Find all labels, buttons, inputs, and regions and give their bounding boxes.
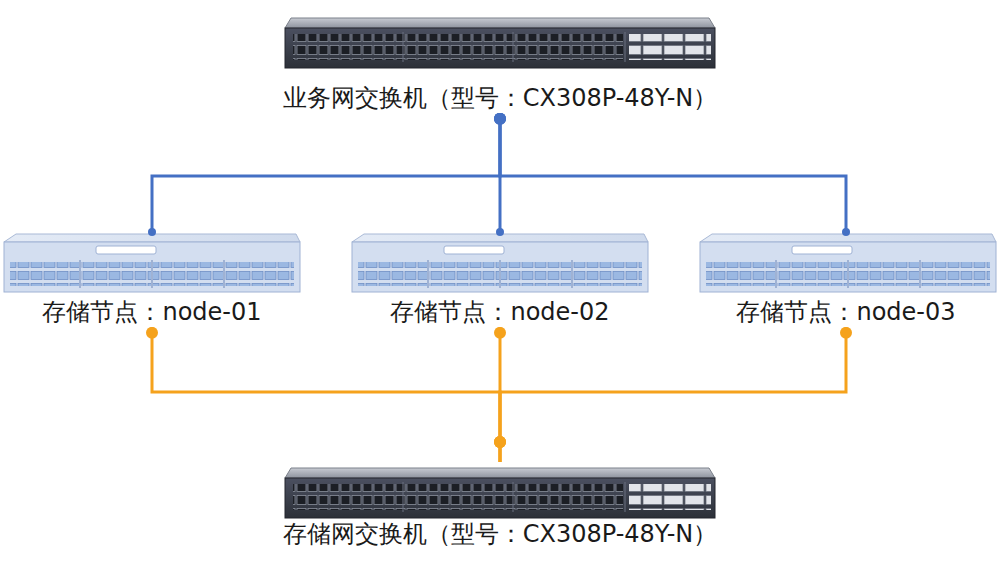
link-dot: [840, 327, 852, 339]
line-wrap: 存储节点：node-02: [350, 298, 650, 327]
link-dot: [494, 436, 506, 448]
switch-node: 业务网交换机（型号：CX308P-48Y-N）: [250, 12, 750, 113]
line-wrap: 存储节点：node-01: [2, 298, 302, 327]
network-link: [500, 115, 846, 232]
node-label: 存储节点：node-02: [388, 298, 611, 327]
storage-node: 存储节点：node-03: [698, 232, 994, 327]
link-dot: [496, 228, 504, 236]
switch-picture: [285, 18, 715, 68]
picture-space: [698, 232, 994, 298]
network-link: [152, 115, 500, 232]
node-label: 业务网交换机（型号：CX308P-48Y-N）: [281, 84, 720, 113]
link-dot: [494, 436, 506, 448]
server-picture: [352, 234, 648, 292]
link-dot: [494, 436, 506, 448]
switch-node: 存储网交换机（型号：CX308P-48Y-N）: [250, 462, 750, 549]
line-wrap: 业务网交换机（型号：CX308P-48Y-N）: [250, 84, 750, 113]
line-wrap: 存储节点：node-03: [698, 298, 994, 327]
node-label: 存储节点：node-01: [40, 298, 263, 327]
picture-space: [350, 232, 650, 298]
picture-space: [2, 232, 302, 298]
link-dot: [146, 327, 158, 339]
node-label: 存储节点：node-03: [734, 298, 957, 327]
link-dot: [494, 113, 506, 125]
network-link: [500, 329, 846, 462]
link-dot: [494, 113, 506, 125]
link-dot: [494, 327, 506, 339]
link-dot: [842, 228, 850, 236]
node-label: 存储网交换机（型号：CX308P-48Y-N）: [281, 520, 720, 549]
server-picture: [700, 234, 996, 292]
picture-space: [250, 462, 750, 520]
switch-picture: [285, 468, 715, 518]
link-dot: [494, 113, 506, 125]
server-picture: [4, 234, 300, 292]
network-link: [152, 329, 500, 462]
line-wrap: 存储网交换机（型号：CX308P-48Y-N）: [250, 520, 750, 549]
storage-node: 存储节点：node-02: [350, 232, 650, 327]
link-dot: [148, 228, 156, 236]
storage-node: 存储节点：node-01: [2, 232, 302, 327]
picture-space: [250, 12, 750, 84]
